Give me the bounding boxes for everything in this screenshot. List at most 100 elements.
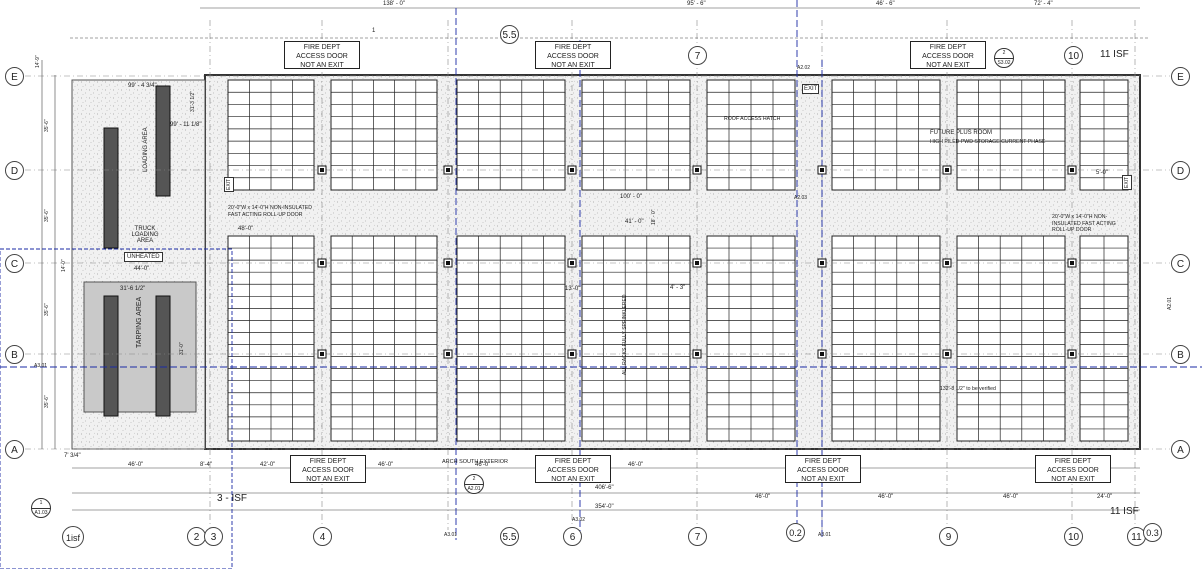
left-dim-2: 35'-6" xyxy=(44,119,50,132)
structural-column-core xyxy=(820,168,824,172)
top-dim-1: 138' - 0" xyxy=(383,1,405,7)
left-dim-1: 14'-9" xyxy=(35,55,41,68)
bot-dim-10: 46'-0" xyxy=(1003,494,1019,500)
fire-door-text-2: ACCESS DOOR xyxy=(296,53,348,60)
bot-dim-6: 46'-0" xyxy=(475,462,491,468)
ref-tag-9: A3.01 xyxy=(818,532,832,538)
fire-door-bottom-1: FIRE DEPT ACCESS DOOR NOT AN EXIT xyxy=(290,455,366,483)
storage-racks xyxy=(103,79,1129,442)
dimension-lines xyxy=(41,7,1150,511)
truck-trailer xyxy=(103,127,119,249)
bot-dim-3: 8'-4" xyxy=(200,462,212,468)
bot-dim-8: 46'-0" xyxy=(755,494,771,500)
dim-100: 100' - 0" xyxy=(620,194,642,200)
grid-bubble-row-A-right: A xyxy=(1171,440,1190,459)
bot-dim-1: 7' 3/4" xyxy=(64,453,81,459)
top-dim-3: 46' - 6" xyxy=(876,1,895,7)
fire-door-bottom-2: FIRE DEPT ACCESS DOOR NOT AN EXIT xyxy=(535,455,611,483)
fire-door-text-3: NOT AN EXIT xyxy=(1051,476,1095,483)
fire-door-text-2: ACCESS DOOR xyxy=(547,53,599,60)
grid-bubble-3: 3 xyxy=(204,527,223,546)
fire-door-text-2: ACCESS DOOR xyxy=(302,467,354,474)
structural-column-core xyxy=(945,261,949,265)
verify-note: 132'-8 1/2" to be verified xyxy=(940,386,996,392)
structural-column-core xyxy=(820,352,824,356)
rack-block xyxy=(330,79,438,191)
grid-bubble-row-E: E xyxy=(5,67,24,86)
grid-bubble-row-B-right: B xyxy=(1171,345,1190,364)
structural-column-core xyxy=(695,352,699,356)
bot-dim-7: 46'-0" xyxy=(628,462,644,468)
structural-column-core xyxy=(446,352,450,356)
tarping-area-zone xyxy=(83,281,197,413)
rack-block xyxy=(330,235,438,442)
grid-bubble-1isf: 1isf xyxy=(62,526,84,548)
ref-tag-6: A2.02 xyxy=(797,65,811,71)
rack-block xyxy=(831,79,941,191)
bot-dim-total-2: 354'-0" xyxy=(595,504,614,510)
ref-tag-4: A3.01 xyxy=(34,363,48,369)
fire-door-bottom-4: FIRE DEPT ACCESS DOOR NOT AN EXIT xyxy=(1035,455,1111,483)
structural-column-core xyxy=(570,168,574,172)
structural-column-core xyxy=(1070,168,1074,172)
storage-phase-note: HIGH PILED PWD STORAGE CURRENT PHASE xyxy=(930,139,1046,145)
grid-lines xyxy=(25,20,1170,530)
rack-block xyxy=(456,79,566,191)
structural-column-core xyxy=(695,168,699,172)
roof-hatch-label: ROOF ACCESS HATCH xyxy=(724,116,781,122)
structural-column-core xyxy=(820,261,824,265)
truck-trailer xyxy=(103,295,119,417)
revision-triangle: 1 xyxy=(372,28,376,34)
future-room-label: FUTURE PLUS ROOM xyxy=(930,130,993,136)
grid-bubble-2: 2 xyxy=(187,527,206,546)
grid-bubble-row-C-right: C xyxy=(1171,254,1190,273)
fire-door-text-3: NOT AN EXIT xyxy=(551,476,595,483)
ref-tag-10: A2.01 xyxy=(1167,296,1173,310)
rack-block xyxy=(956,79,1066,191)
grid-bubble-row-E-right: E xyxy=(1171,67,1190,86)
fire-door-text-1: FIRE DEPT xyxy=(303,44,341,51)
structural-column-core xyxy=(695,261,699,265)
dim-99b: 99' - 11 1/8" xyxy=(170,122,202,128)
structural-column-core xyxy=(320,352,324,356)
structural-column-core xyxy=(446,261,450,265)
dim-4: 4' - 3" xyxy=(670,285,686,291)
truck-trailer xyxy=(155,85,171,197)
dim-13: 13'-0" xyxy=(565,286,581,292)
rollup-door-left-note: 20'-0"W x 14'-0"H NON-INSULATED FAST ACT… xyxy=(228,205,312,218)
dim-99a: 99' - 4 3/4" xyxy=(128,83,157,89)
bot-dim-11: 24'-0" xyxy=(1097,494,1113,500)
fire-door-text-2: ACCESS DOOR xyxy=(922,53,974,60)
rack-note-vertical: ALL RACKS FULLY SPRINKLERED xyxy=(622,294,628,376)
dim-31a: 31'-6 1/2" xyxy=(120,286,146,292)
grid-bubble-row-C: C xyxy=(5,254,24,273)
left-dim-5: 35'-6" xyxy=(44,303,50,316)
structural-column-core xyxy=(570,261,574,265)
ref-tag-8: A3.01 xyxy=(444,532,458,538)
exit-label-top: EXIT xyxy=(802,84,820,94)
fire-door-text-3: NOT AN EXIT xyxy=(801,476,845,483)
grid-bubble-row-A: A xyxy=(5,440,24,459)
grid-bubble-row-D: D xyxy=(5,161,24,180)
fire-door-text-3: NOT AN EXIT xyxy=(551,62,595,69)
left-dim-4: 14'-0" xyxy=(61,259,67,272)
fire-door-text-1: FIRE DEPT xyxy=(554,44,592,51)
rollup-door-right-note: 20'-0"W x 14'-0"H NON-INSULATED FAST ACT… xyxy=(1052,214,1116,233)
bot-dim-9: 46'-0" xyxy=(878,494,894,500)
grid-bubble-9: 9 xyxy=(939,527,958,546)
fire-door-text-3: NOT AN EXIT xyxy=(306,476,350,483)
left-dim-6: 35'-6" xyxy=(44,395,50,408)
grid-bubble-4: 4 xyxy=(313,527,332,546)
fire-door-text-2: ACCESS DOOR xyxy=(797,467,849,474)
truck-loading-label: TRUCK LOADING AREA xyxy=(131,226,159,244)
ref-tag-7: A2.03 xyxy=(794,195,808,201)
truck-trailer xyxy=(155,295,171,417)
fire-door-text-1: FIRE DEPT xyxy=(309,458,347,465)
arch-south-label: ARCH SOUTH EXTERIOR xyxy=(442,459,509,465)
columns xyxy=(317,165,1077,359)
fire-door-text-2: ACCESS DOOR xyxy=(1047,467,1099,474)
